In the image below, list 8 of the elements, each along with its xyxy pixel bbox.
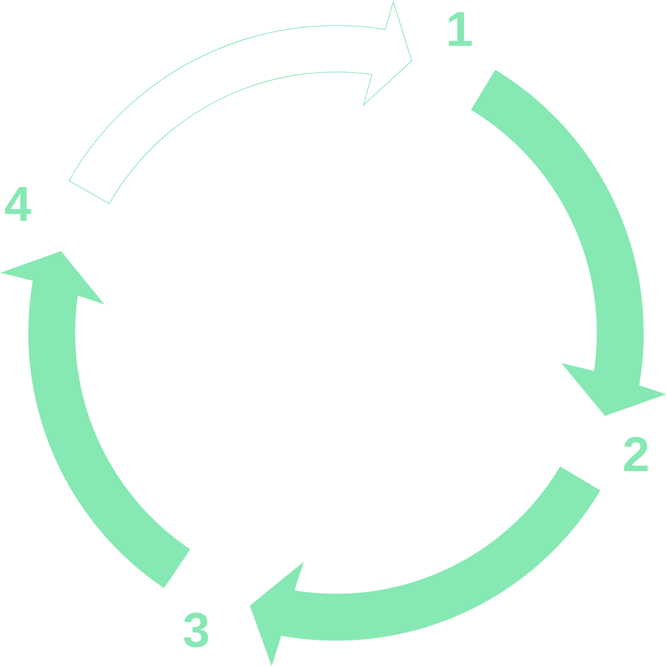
curved-arrow: [0, 251, 190, 588]
number-label: 2: [624, 436, 648, 472]
curved-arrow: [68, 1, 412, 204]
curved-arrow: [250, 466, 600, 666]
curved-arrow: [471, 70, 666, 416]
number-label: 4: [4, 187, 32, 221]
number-label: 1: [448, 12, 472, 46]
number-label: 3: [184, 612, 208, 648]
